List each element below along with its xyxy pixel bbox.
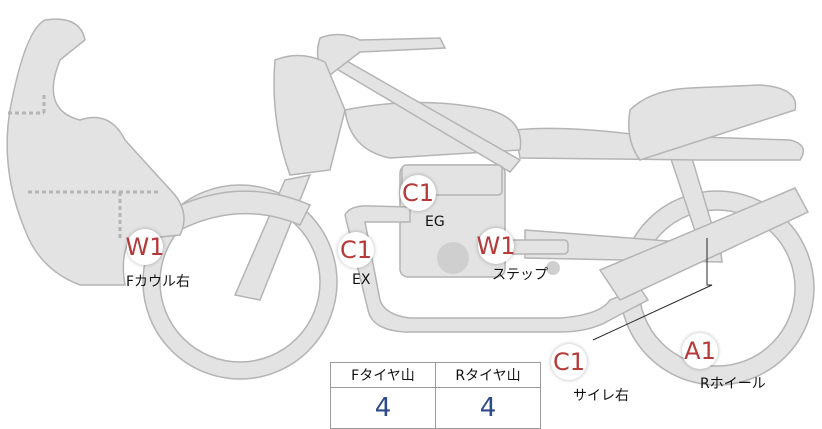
- damage-marker[interactable]: C1: [338, 232, 374, 268]
- damage-marker[interactable]: C1: [551, 344, 587, 380]
- marker-label: EG: [425, 214, 445, 230]
- front-tire-value: 4: [330, 387, 436, 429]
- rear-tire-header: Rタイヤ山: [435, 362, 541, 388]
- damage-marker[interactable]: W1: [477, 228, 516, 264]
- marker-label: ステップ: [492, 267, 548, 283]
- rear-tire-value: 4: [435, 387, 541, 429]
- front-tire-header: Fタイヤ山: [330, 362, 436, 388]
- damage-marker[interactable]: A1: [682, 333, 718, 369]
- damage-marker[interactable]: W1: [126, 229, 165, 265]
- table-row: 4 4: [330, 387, 541, 429]
- headlight: [273, 54, 346, 176]
- exhaust-pipe: [344, 205, 650, 333]
- seat: [628, 84, 797, 161]
- marker-label: EX: [352, 272, 371, 288]
- leader-line: [592, 238, 713, 341]
- table-header-row: Fタイヤ山 Rタイヤ山: [330, 362, 541, 388]
- marker-label: Rホイール: [700, 376, 766, 392]
- front-fender: [168, 190, 312, 232]
- front-cowl: [6, 18, 185, 286]
- handlebar: [316, 33, 447, 76]
- marker-label: Fカウル右: [126, 274, 191, 290]
- marker-label: サイレ右: [573, 388, 629, 404]
- muffler: [598, 187, 810, 301]
- tire-tread-table: Fタイヤ山 Rタイヤ山 4 4: [330, 362, 541, 429]
- damage-marker[interactable]: C1: [400, 175, 436, 211]
